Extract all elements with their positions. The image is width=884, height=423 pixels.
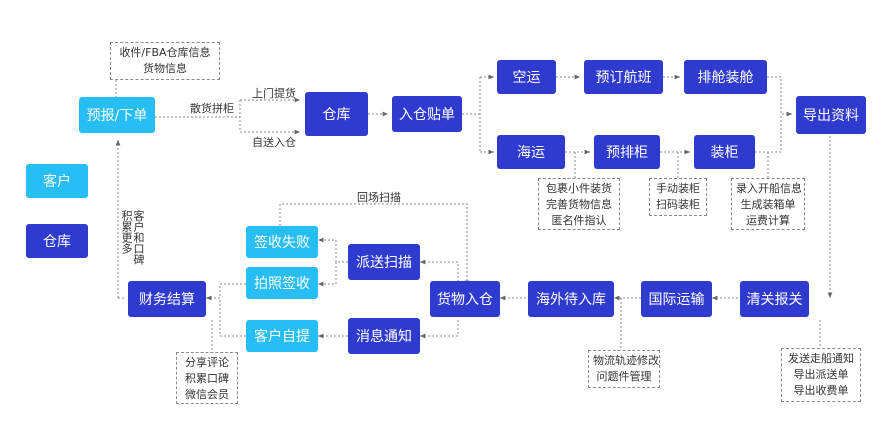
edge-label-reputation: 客户和口碑积累更多 [120,210,145,265]
note-line: 微信会员 [185,388,229,401]
node-pre-container: 预排柜 [594,135,660,169]
edge-label-bulk: 散货拼柜 [190,102,234,115]
node-photo-sign: 拍照签收 [246,267,318,299]
node-self-pickup: 客户自提 [246,320,318,352]
legend-warehouse: 仓库 [26,224,88,258]
node-goods-in: 货物入仓 [430,281,500,317]
note-customs-info: 发送走船通知 导出派送单 导出收费单 [781,348,861,402]
note-line: 生成装箱单 [740,198,796,211]
legend-customer: 客户 [26,164,88,198]
node-export-data: 导出资料 [796,96,866,134]
note-line: 货物信息 [143,62,187,75]
note-line: 录入开船信息 [736,182,802,195]
node-settlement: 财务结算 [128,281,206,317]
node-forecast-order: 预报/下单 [79,97,155,133]
note-line: 分享评论 [185,356,229,369]
edge-label-self-delivery: 自送入仓 [252,136,296,149]
note-line: 手动装柜 [656,182,700,195]
note-line: 收件/FBA仓库信息 [119,46,211,59]
node-inbound-label: 入仓贴单 [392,96,462,132]
note-line: 完善货物信息 [546,198,612,211]
note-review: 分享评论 积累口碑 微信会员 [176,352,238,404]
edge-label-return-scan: 回场扫描 [357,191,401,204]
note-load-methods: 手动装柜 扫码装柜 [649,178,707,216]
node-overseas-wait: 海外待入库 [528,281,614,317]
node-msg-notify: 消息通知 [348,318,420,354]
note-line: 匿名件指认 [551,214,607,227]
note-line: 导出派送单 [793,368,849,381]
node-customs: 清关报关 [740,281,809,317]
note-line: 运费计算 [746,214,790,227]
note-line: 扫码装柜 [656,198,700,211]
node-intl-transport: 国际运输 [641,281,712,317]
node-sign-fail: 签收失败 [246,226,318,258]
note-line: 物流轨迹修改 [593,354,659,367]
node-air-load: 排舱装舱 [684,60,767,94]
note-line: 包裹小件装货 [546,182,612,195]
note-line: 导出收费单 [793,384,849,397]
note-tracking: 物流轨迹修改 问题件管理 [588,350,660,388]
node-delivery-scan: 派送扫描 [348,244,420,280]
note-ship-info: 录入开船信息 生成装箱单 运费计算 [731,178,805,230]
node-container-load: 装柜 [694,135,755,169]
note-line: 发送走船通知 [788,352,854,365]
note-order-info: 收件/FBA仓库信息 货物信息 [110,42,220,80]
note-line: 积累口碑 [185,372,229,385]
edge-label-pickup: 上门提货 [252,87,296,100]
note-sea-info: 包裹小件装货 完善货物信息 匿名件指认 [538,178,620,230]
node-sea: 海运 [497,135,565,169]
node-air: 空运 [497,60,556,94]
node-book-flight: 预订航班 [584,60,663,94]
note-line: 问题件管理 [596,370,652,383]
node-warehouse: 仓库 [305,92,368,136]
